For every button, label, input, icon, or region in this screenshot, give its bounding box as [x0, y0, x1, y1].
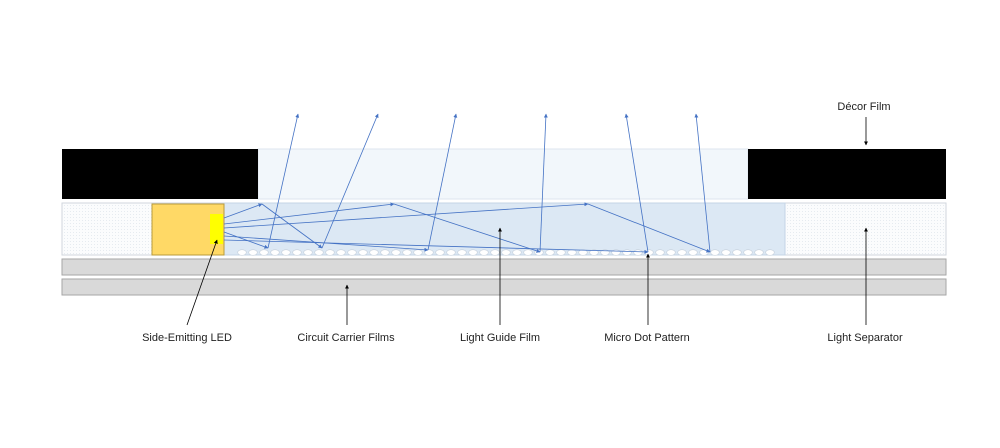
micro-dot	[424, 249, 434, 256]
micro-dot	[391, 249, 401, 256]
micro-dot	[556, 249, 566, 256]
ray	[261, 203, 323, 249]
micro-dot	[369, 249, 379, 256]
micro-dot	[655, 249, 665, 256]
micro-dot	[666, 249, 676, 256]
micro-dot	[259, 249, 269, 256]
micro-dot	[402, 249, 412, 256]
micro-dot	[446, 249, 456, 256]
side-emitting-led-label: Side-Emitting LED	[142, 332, 232, 344]
ray	[223, 202, 589, 229]
micro-dot	[435, 249, 445, 256]
micro-dot	[732, 249, 742, 256]
micro-dot	[754, 249, 764, 256]
micro-dot	[721, 249, 731, 256]
micro-dot	[677, 249, 687, 256]
ray	[223, 231, 269, 249]
micro-dot	[501, 249, 511, 256]
decor-film-label: Décor Film	[837, 101, 890, 113]
light-guide-film-label: Light Guide Film	[460, 332, 540, 344]
micro-dot	[270, 249, 280, 256]
micro-dot	[292, 249, 302, 256]
micro-dot	[314, 249, 324, 256]
micro-dot	[523, 249, 533, 256]
decor-film-window	[257, 148, 749, 200]
micro-dot	[336, 249, 346, 256]
circuit-carrier-films-label: Circuit Carrier Films	[297, 332, 395, 344]
micro-dot	[468, 249, 478, 256]
micro-dot	[589, 249, 599, 256]
micro-dot	[622, 249, 632, 256]
ray	[587, 203, 711, 253]
micro-dot	[281, 249, 291, 256]
micro-dot	[688, 249, 698, 256]
ray	[267, 113, 300, 249]
decor-film-left-black	[62, 149, 258, 199]
micro-dot-pattern-label: Micro Dot Pattern	[604, 332, 690, 344]
ray	[427, 113, 458, 251]
micro-dot	[325, 249, 335, 256]
decor-film-right-black	[748, 149, 946, 199]
micro-dot	[413, 249, 423, 256]
micro-dot	[512, 249, 522, 256]
ray	[539, 113, 548, 253]
micro-dot	[358, 249, 368, 256]
micro-dot	[457, 249, 467, 256]
ray	[694, 113, 711, 253]
ray	[393, 203, 541, 253]
light-rays	[223, 113, 711, 254]
micro-dot	[633, 249, 643, 256]
micro-dot	[479, 249, 489, 256]
ray	[321, 113, 379, 249]
led-emitter	[210, 214, 223, 244]
micro-dot	[710, 249, 720, 256]
micro-dot	[567, 249, 577, 256]
circuit-carrier-film-top	[61, 258, 947, 276]
micro-dot	[611, 249, 621, 256]
micro-dot	[303, 249, 313, 256]
micro-dot	[347, 249, 357, 256]
circuit-carrier-film-bottom	[61, 278, 947, 296]
light-separator-label: Light Separator	[827, 332, 903, 344]
led-callout-arrow	[186, 239, 218, 326]
micro-dot-pattern	[237, 249, 775, 256]
micro-dot	[248, 249, 258, 256]
light-guide-film	[223, 202, 786, 256]
micro-dot	[380, 249, 390, 256]
ray	[223, 202, 395, 225]
micro-dot	[578, 249, 588, 256]
ray	[223, 239, 649, 254]
micro-dot	[765, 249, 775, 256]
micro-dot	[237, 249, 247, 256]
ray	[223, 203, 263, 219]
micro-dot	[743, 249, 753, 256]
micro-dot	[545, 249, 555, 256]
ray	[624, 113, 649, 253]
micro-dot	[490, 249, 500, 256]
micro-dot	[644, 249, 654, 256]
